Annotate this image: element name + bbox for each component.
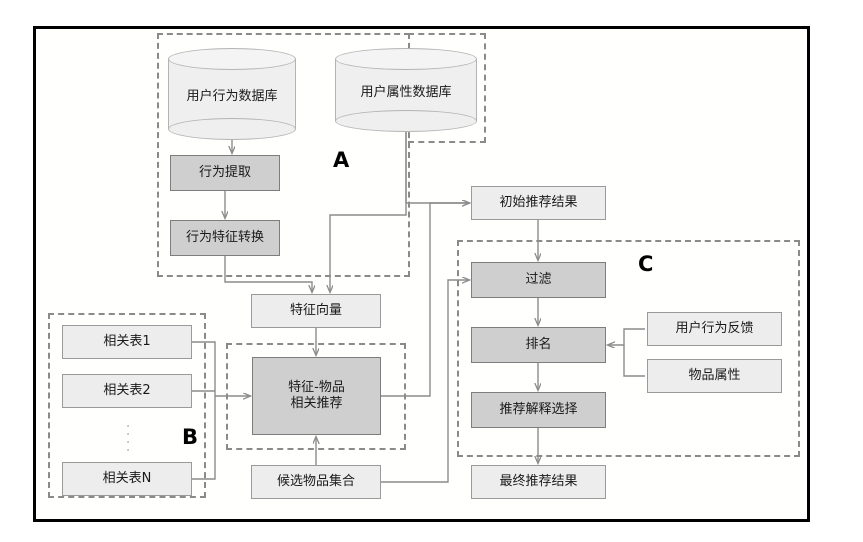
node-filter[interactable]: 过滤: [471, 262, 606, 298]
node-relation-table-1[interactable]: 相关表1: [62, 325, 192, 359]
node-ranking[interactable]: 排名: [471, 327, 606, 363]
group-label-c: C: [638, 252, 654, 276]
node-user-behavior-feedback[interactable]: 用户行为反馈: [647, 312, 782, 346]
node-behavior-extraction[interactable]: 行为提取: [170, 155, 280, 191]
node-item-attribute[interactable]: 物品属性: [647, 359, 782, 393]
cylinder-bottom: [168, 118, 296, 140]
group-label-b: B: [182, 425, 199, 449]
node-relation-table-n[interactable]: 相关表N: [62, 462, 192, 496]
node-behavior-feature-transform[interactable]: 行为特征转换: [170, 220, 280, 256]
node-feature-item-recommend-line2: 相关推荐: [290, 396, 343, 411]
node-feature-item-recommend-line1: 特征-物品: [288, 380, 345, 396]
cylinder-bottom: [335, 110, 477, 132]
cylinder-top: [335, 48, 477, 70]
cylinder-top: [168, 48, 296, 70]
relation-table-ellipsis: . . . .: [125, 412, 131, 455]
node-final-recommend-result[interactable]: 最终推荐结果: [471, 465, 606, 499]
node-feature-vector[interactable]: 特征向量: [251, 294, 381, 328]
db-user-attribute-label: 用户属性数据库: [360, 84, 452, 100]
node-feature-item-recommend[interactable]: 特征-物品 相关推荐: [252, 357, 381, 435]
node-candidate-item-set[interactable]: 候选物品集合: [251, 465, 381, 499]
node-recommend-explanation-select[interactable]: 推荐解释选择: [471, 392, 606, 428]
node-relation-table-2[interactable]: 相关表2: [62, 374, 192, 408]
group-label-a: A: [333, 148, 350, 172]
db-user-behavior[interactable]: 用户行为数据库: [168, 48, 296, 140]
node-initial-recommend-result[interactable]: 初始推荐结果: [471, 186, 606, 220]
db-user-attribute[interactable]: 用户属性数据库: [335, 48, 477, 132]
db-user-behavior-label: 用户行为数据库: [186, 88, 278, 104]
